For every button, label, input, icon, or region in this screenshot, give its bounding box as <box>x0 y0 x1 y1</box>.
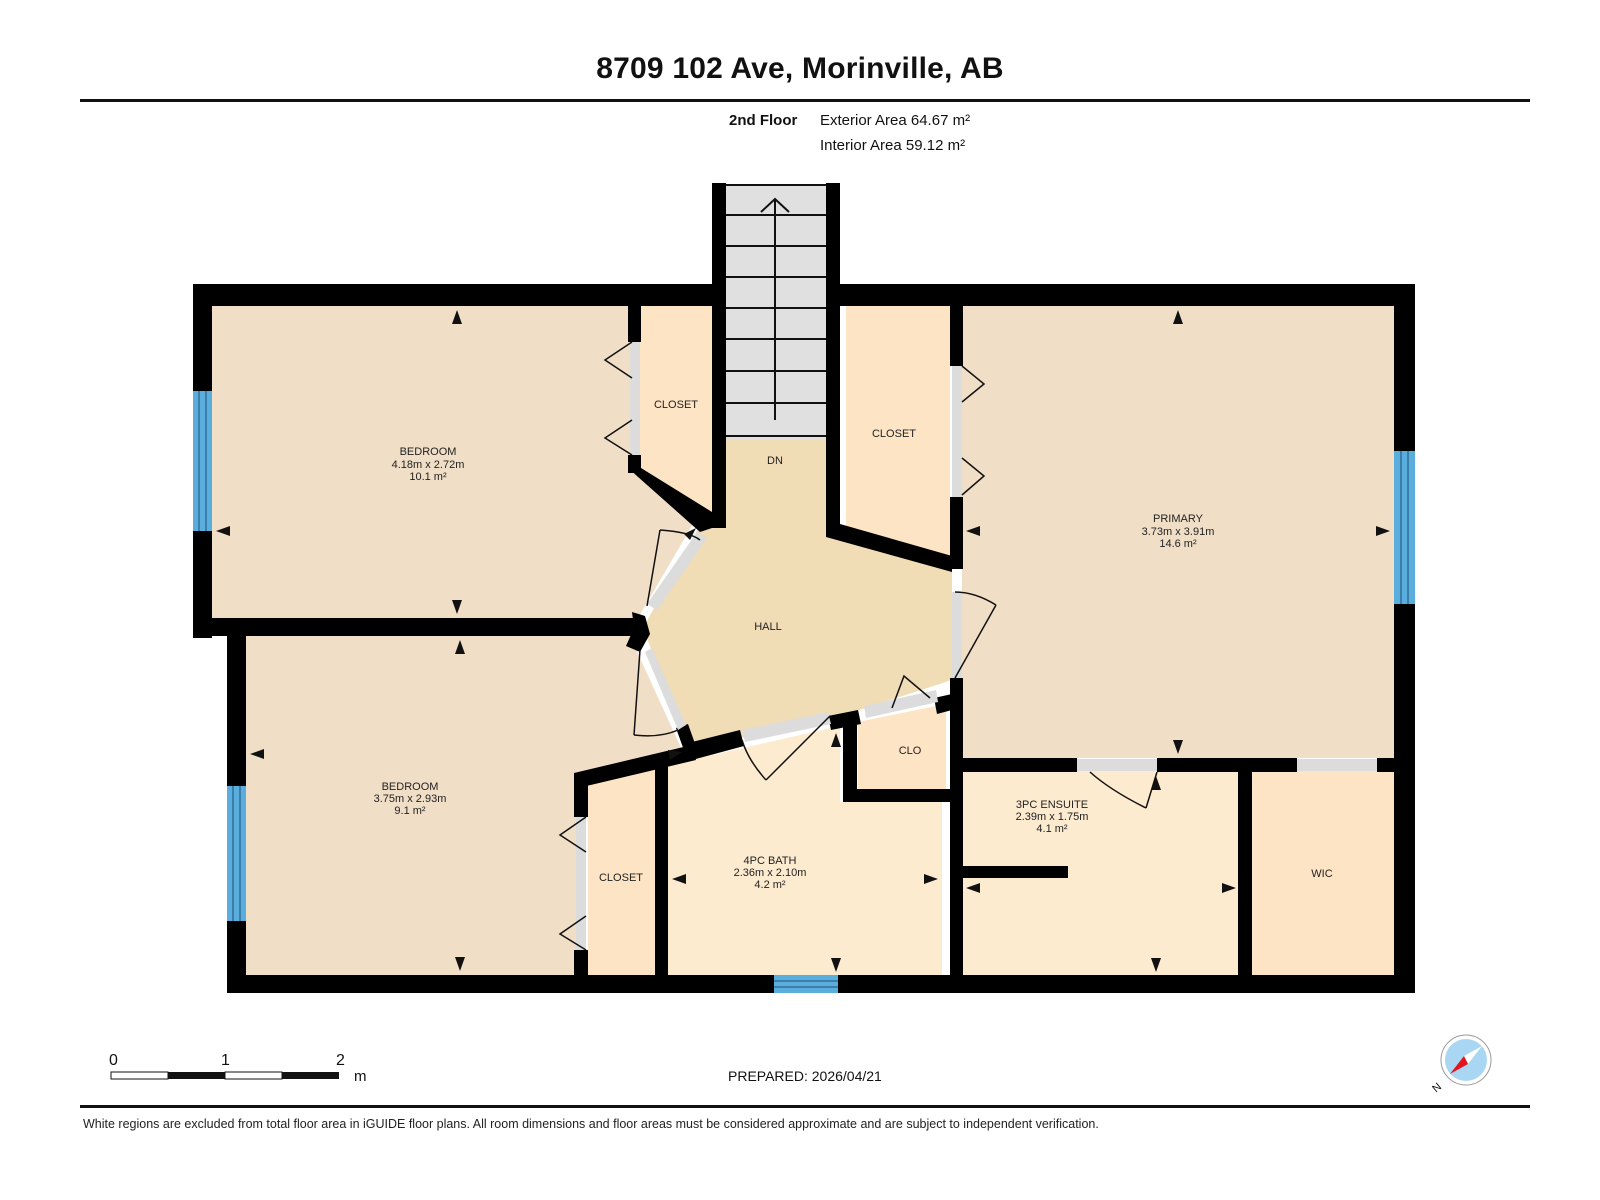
room-closet-1 <box>640 306 714 516</box>
room-wic <box>1252 770 1394 975</box>
scale-tick-2: 2 <box>336 1052 345 1069</box>
stair-arrow-icon <box>760 197 790 420</box>
scale-tick-0: 0 <box>109 1052 118 1069</box>
disclaimer: White regions are excluded from total fl… <box>83 1117 1099 1131</box>
scale-unit: m <box>354 1068 367 1085</box>
bath-dims: 2.36m x 2.10m <box>734 867 807 879</box>
interior-area: Interior Area 59.12 m² <box>820 137 966 154</box>
prepared-date: PREPARED: 2026/04/21 <box>728 1068 882 1084</box>
room-fills <box>212 185 1394 975</box>
bedroom-1-area: 10.1 m² <box>409 471 447 483</box>
dimension-markers <box>216 310 1390 972</box>
closet-1-name: CLOSET <box>654 399 698 411</box>
bedroom-2-dims: 3.75m x 2.93m <box>374 793 447 805</box>
room-hall <box>643 439 952 750</box>
windows <box>193 391 1415 993</box>
window-bedroom-2 <box>227 786 246 921</box>
primary-area: 14.6 m² <box>1159 538 1197 550</box>
window-primary <box>1394 451 1415 604</box>
bedroom-2-area: 9.1 m² <box>394 805 426 817</box>
ensuite-area: 4.1 m² <box>1036 823 1068 835</box>
room-clo <box>858 704 946 790</box>
bedroom-2-name: BEDROOM <box>382 781 439 793</box>
compass-icon: N <box>1432 1034 1492 1094</box>
window-bedroom-1 <box>193 391 212 531</box>
primary-dims: 3.73m x 3.91m <box>1142 526 1215 538</box>
closet-2-name: CLOSET <box>872 428 916 440</box>
bedroom-1-name: BEDROOM <box>400 446 457 458</box>
floor-label: 2nd Floor <box>729 112 798 129</box>
room-bedroom-2 <box>246 636 682 975</box>
room-closet-3 <box>588 766 656 975</box>
bath-name: 4PC BATH <box>744 855 797 867</box>
header-divider <box>80 99 1530 102</box>
exterior-area: Exterior Area 64.67 m² <box>820 112 971 129</box>
closet-3-name: CLOSET <box>599 872 643 884</box>
room-labels: BEDROOM 4.18m x 2.72m 10.1 m² BEDROOM 3.… <box>374 399 1333 891</box>
room-primary <box>962 306 1394 758</box>
hall-name: HALL <box>754 621 782 633</box>
ensuite-dims: 2.39m x 1.75m <box>1016 811 1089 823</box>
primary-name: PRIMARY <box>1153 513 1204 525</box>
svg-text:N: N <box>1432 1081 1444 1094</box>
footer-divider <box>80 1105 1530 1108</box>
ensuite-name: 3PC ENSUITE <box>1016 799 1088 811</box>
door-openings <box>576 342 1377 950</box>
room-4pc-bath <box>668 726 942 975</box>
scale-tick-1: 1 <box>221 1052 230 1069</box>
scale-bar <box>110 1071 339 1080</box>
room-closet-2 <box>846 306 950 557</box>
clo-name: CLO <box>899 745 922 757</box>
window-bath <box>774 975 838 993</box>
stairs-label: DN <box>767 455 783 467</box>
bedroom-1-dims: 4.18m x 2.72m <box>392 459 465 471</box>
page-title: 8709 102 Ave, Morinville, AB <box>596 52 1004 85</box>
bath-area: 4.2 m² <box>754 879 786 891</box>
room-bedroom-1 <box>212 306 700 618</box>
wic-name: WIC <box>1311 868 1332 880</box>
